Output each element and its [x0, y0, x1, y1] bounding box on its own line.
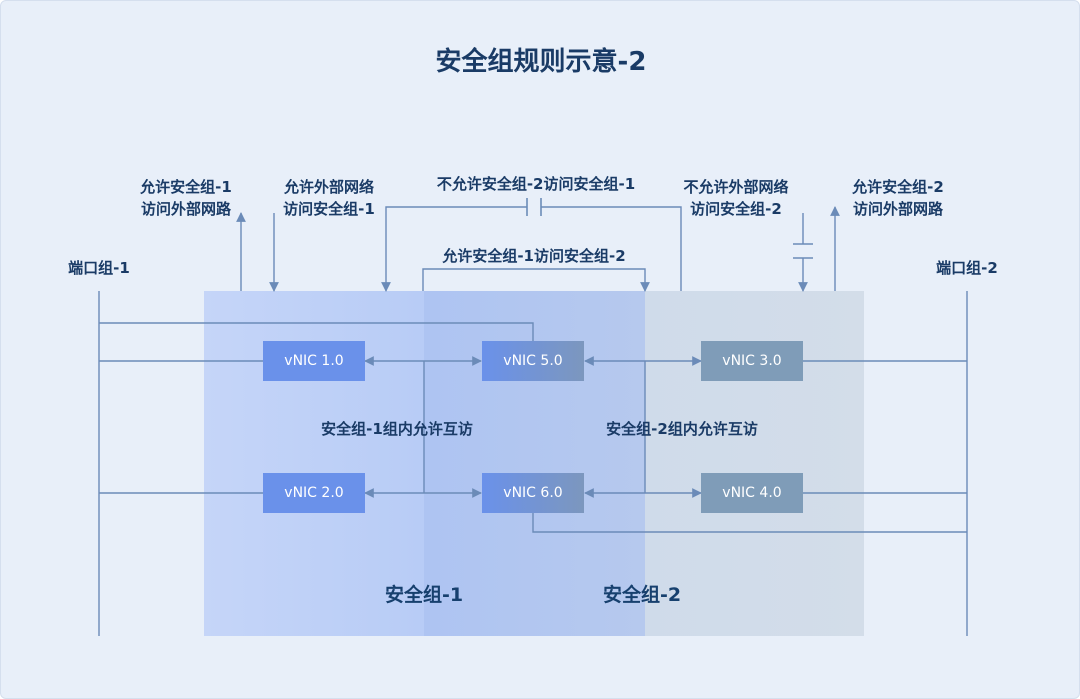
vnic-6[interactable]: vNIC 6.0: [482, 473, 584, 513]
deny-sg2-to-sg1-line: [541, 206, 682, 291]
deny-sg2-to-sg1-line-b: [381, 206, 527, 292]
rule-allow-sg1-to-sg2: 允许安全组-1访问安全组-2: [442, 247, 626, 265]
vnic-3[interactable]: vNIC 3.0: [701, 341, 803, 381]
capacitor-gap-icon: [526, 198, 542, 216]
port-group-2-label: 端口组-2: [936, 259, 998, 277]
capacitor-gap-icon: [793, 243, 813, 259]
rule-sg1-to-external: 允许安全组-1 访问外部网路: [140, 178, 232, 218]
rule-external-to-sg1: 允许外部网络 访问安全组-1: [283, 178, 375, 218]
sg1-internal-label: 安全组-1组内允许互访: [321, 420, 473, 438]
rule-deny-external-to-sg2: 不允许外部网络 访问安全组-2: [683, 178, 789, 218]
pg1-to-vnic5-line: [99, 322, 534, 343]
security-group-2-name: 安全组-2: [602, 584, 682, 606]
port-group-1-label: 端口组-1: [68, 259, 130, 277]
allow-sg1-to-sg2-arrow: [422, 268, 650, 292]
vnic-5[interactable]: vNIC 5.0: [482, 341, 584, 381]
diagram-title: 安全组规则示意-2: [435, 47, 647, 77]
rule-sg2-to-external: 允许安全组-2 访问外部网路: [852, 178, 944, 218]
security-group-1-name: 安全组-1: [384, 584, 464, 606]
vnic-4[interactable]: vNIC 4.0: [701, 473, 803, 513]
vnic-2[interactable]: vNIC 2.0: [263, 473, 365, 513]
sg2-internal-label: 安全组-2组内允许互访: [606, 420, 758, 438]
vnic6-to-pg2-line: [532, 513, 967, 533]
rule-deny-sg2-to-sg1: 不允许安全组-2访问安全组-1: [436, 175, 636, 193]
vnic-1[interactable]: vNIC 1.0: [263, 341, 365, 381]
